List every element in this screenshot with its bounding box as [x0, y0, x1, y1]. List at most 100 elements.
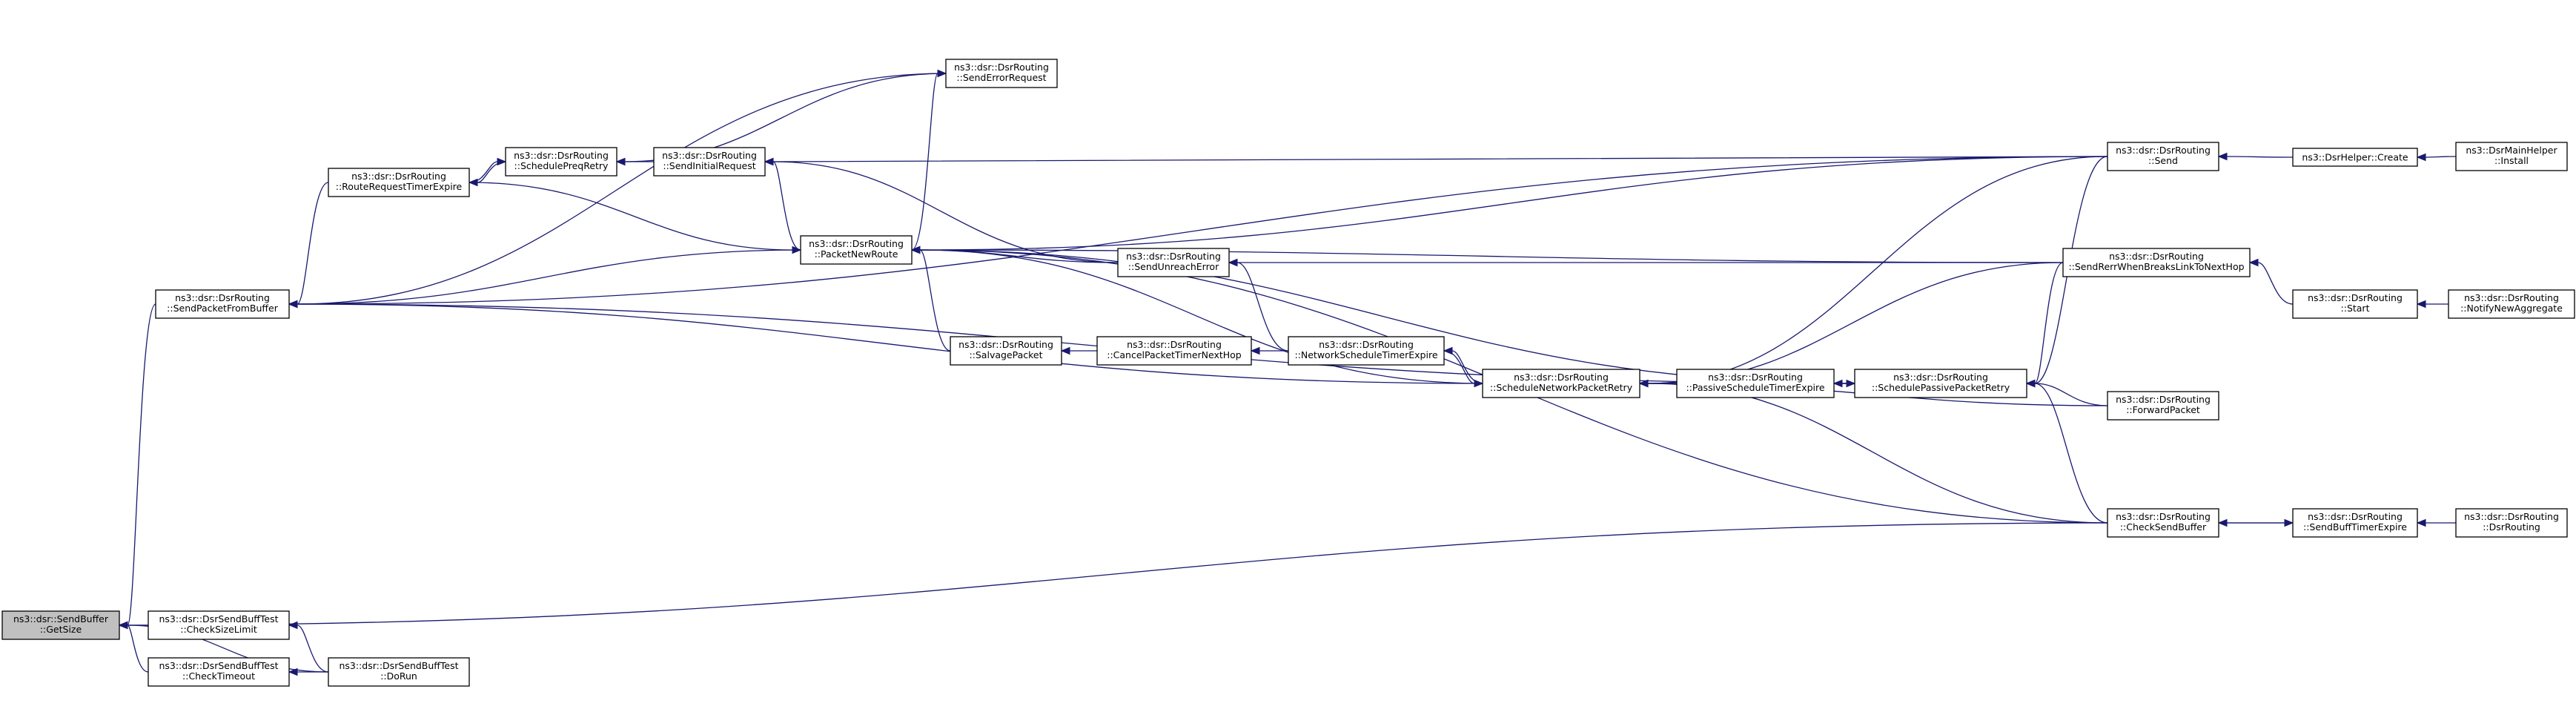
- node-sendpktfrombuf[interactable]: ns3::dsr::DsrRouting::SendPacketFromBuff…: [155, 289, 290, 319]
- node-schedprreq[interactable]: ns3::dsr::DsrRouting::SchedulePreqRetry: [505, 147, 617, 177]
- node-label-line: ::GetSize: [40, 624, 82, 635]
- call-edge-pktnewroute-to-sendinitreq: [764, 157, 801, 251]
- node-box: [1482, 369, 1640, 398]
- call-edge-netschedexpire-to-schednetretry: [1443, 350, 1484, 388]
- node-label-line: ::SendPacketFromBuffer: [167, 303, 279, 314]
- node-salvage[interactable]: ns3::dsr::DsrRouting::SalvagePacket: [950, 336, 1062, 366]
- node-label-line: ns3::dsr::DsrRouting: [1127, 339, 1222, 350]
- edge-line: [1236, 262, 1289, 352]
- node-sendinitreq[interactable]: ns3::dsr::DsrRouting::SendInitialRequest: [653, 147, 766, 177]
- node-label-line: ns3::dsr::DsrRouting: [2464, 292, 2559, 303]
- node-cancelnexthop[interactable]: ns3::dsr::DsrRouting::CancelPacketTimerN…: [1096, 336, 1252, 366]
- edge-line: [2034, 383, 2108, 524]
- node-label-line: ns3::dsr::DsrRouting: [2308, 511, 2403, 522]
- edge-line: [2425, 156, 2457, 158]
- node-box: [1096, 336, 1252, 366]
- node-label-line: ::PacketNewRoute: [815, 248, 898, 260]
- node-box: [2107, 508, 2219, 538]
- node-box: [945, 59, 1058, 88]
- node-senderrreq[interactable]: ns3::dsr::DsrRouting::SendErrorRequest: [945, 59, 1058, 88]
- node-label-line: ::ForwardPacket: [2126, 404, 2200, 415]
- node-box: [800, 235, 913, 265]
- node-label-line: ns3::dsr::DsrRouting: [2464, 511, 2559, 522]
- node-label-line: ns3::dsr::DsrRouting: [2116, 511, 2211, 522]
- node-schednetretry[interactable]: ns3::dsr::DsrRouting::ScheduleNetworkPac…: [1482, 369, 1640, 398]
- node-getsize[interactable]: ns3::dsr::SendBuffer::GetSize: [1, 610, 120, 640]
- edge-arrowhead: [497, 157, 507, 166]
- node-label-line: ns3::dsr::DsrRouting: [2308, 292, 2403, 303]
- node-label-line: ns3::dsr::DsrRouting: [662, 150, 757, 161]
- call-edge-checksendbuf-to-schednetretry: [1638, 379, 2108, 524]
- edge-line: [297, 156, 2108, 305]
- edge-line: [919, 249, 1483, 384]
- edge-arrowhead: [1060, 346, 1070, 355]
- node-dsrrouting[interactable]: ns3::dsr::DsrRouting::DsrRouting: [2455, 508, 2568, 538]
- node-label-line: ns3::dsr::DsrRouting: [514, 150, 609, 161]
- node-notifynewagg[interactable]: ns3::dsr::DsrRouting::NotifyNewAggregate: [2448, 289, 2575, 319]
- edge-line: [468, 182, 793, 251]
- node-label-line: ns3::dsr::DsrRouting: [1893, 372, 1988, 383]
- node-label-line: ns3::dsr::DsrRouting: [351, 171, 446, 182]
- node-label-line: ns3::dsr::DsrRouting: [809, 238, 904, 249]
- node-label-line: ::SendBuffTimerExpire: [2303, 521, 2407, 533]
- node-box: [2292, 289, 2418, 319]
- call-edge-pktnewroute-to-senderrreq: [911, 69, 947, 251]
- node-label-line: ::SalvagePacket: [969, 349, 1042, 360]
- node-checksendbuf[interactable]: ns3::dsr::DsrRouting::CheckSendBuffer: [2107, 508, 2219, 538]
- edge-line: [911, 73, 938, 251]
- node-senderrbreaks[interactable]: ns3::dsr::DsrRouting::SendRerrWhenBreaks…: [2062, 248, 2251, 277]
- node-schedpassretry[interactable]: ns3::dsr::DsrRouting::SchedulePassivePac…: [1854, 369, 2027, 398]
- node-routereqtimer[interactable]: ns3::dsr::DsrRouting::RouteRequestTimerE…: [328, 168, 470, 197]
- node-sendunreach[interactable]: ns3::dsr::DsrRouting::SendUnreachError: [1117, 248, 1230, 277]
- edge-line: [1647, 156, 2108, 384]
- node-netschedexpire[interactable]: ns3::dsr::DsrRouting::NetworkScheduleTim…: [1288, 336, 1445, 366]
- node-dorun[interactable]: ns3::dsr::DsrSendBuffTest::DoRun: [328, 657, 470, 687]
- node-label-line: ::CheckTimeout: [182, 670, 255, 682]
- node-label-line: ns3::dsr::DsrRouting: [958, 339, 1053, 350]
- node-box: [2292, 148, 2418, 167]
- node-box: [155, 289, 290, 319]
- edge-arrowhead: [1474, 379, 1484, 388]
- node-label-line: ::SchedulePassivePacketRetry: [1872, 382, 2010, 393]
- call-edge-routereqtimer-to-pktnewroute: [468, 182, 802, 254]
- call-edge-senderrbreaks-to-schednetretry: [1638, 262, 2064, 388]
- call-edge-senderrbreaks-to-pktnewroute: [910, 245, 2064, 263]
- node-pktnewroute[interactable]: ns3::dsr::DsrRouting::PacketNewRoute: [800, 235, 913, 265]
- node-box: [1288, 336, 1445, 366]
- node-checksizelimit[interactable]: ns3::dsr::DsrSendBuffTest::CheckSizeLimi…: [148, 610, 290, 640]
- node-helpercreate[interactable]: ns3::DsrHelper::Create: [2292, 148, 2418, 167]
- edge-line: [297, 182, 329, 305]
- node-passschedexpire[interactable]: ns3::dsr::DsrRouting::PassiveScheduleTim…: [1676, 369, 1835, 398]
- call-edge-send-to-pktnewroute: [910, 156, 2108, 254]
- edge-arrowhead: [615, 157, 626, 166]
- node-label-line: ::CheckSizeLimit: [180, 624, 257, 635]
- edge-arrowhead: [1250, 346, 1260, 355]
- node-box: [148, 657, 290, 687]
- node-sendbufftimer[interactable]: ns3::dsr::DsrRouting::SendBuffTimerExpir…: [2292, 508, 2418, 538]
- node-mainhelperinstall[interactable]: ns3::DsrMainHelper::Install: [2455, 142, 2568, 171]
- node-label-line: ns3::dsr::DsrRouting: [1514, 372, 1609, 383]
- call-edge-mainhelperinstall-to-helpercreate: [2416, 153, 2457, 162]
- node-checktimeout[interactable]: ns3::dsr::DsrSendBuffTest::CheckTimeout: [148, 657, 290, 687]
- edge-arrowhead: [910, 245, 921, 254]
- edge-arrowhead: [1638, 379, 1649, 388]
- node-label-line: ::NetworkScheduleTimerExpire: [1294, 349, 1437, 360]
- node-label-line: ::DoRun: [380, 670, 417, 682]
- edges-layer: [118, 69, 2457, 676]
- node-label-line: ns3::dsr::DsrRouting: [2116, 145, 2211, 156]
- edge-line: [297, 303, 1483, 384]
- call-edge-notifynewagg-to-start: [2416, 300, 2448, 309]
- edge-line: [772, 161, 1119, 263]
- call-edge-helpercreate-to-send: [2217, 152, 2294, 161]
- edge-arrowhead: [792, 245, 802, 254]
- edge-arrowhead: [2025, 379, 2036, 388]
- node-fwdpkt[interactable]: ns3::dsr::DsrRouting::ForwardPacket: [2107, 391, 2219, 421]
- node-box: [950, 336, 1062, 366]
- node-start[interactable]: ns3::dsr::DsrRouting::Start: [2292, 289, 2418, 319]
- node-box: [2107, 391, 2219, 421]
- node-send[interactable]: ns3::dsr::DsrRouting::Send: [2107, 142, 2219, 171]
- edge-line: [127, 522, 2108, 626]
- node-label-line: ::Start: [2341, 303, 2370, 314]
- call-edge-sendpktfrombuf-to-getsize: [118, 303, 156, 630]
- node-label-line: ::SendRerrWhenBreaksLinkToNextHop: [2068, 261, 2244, 272]
